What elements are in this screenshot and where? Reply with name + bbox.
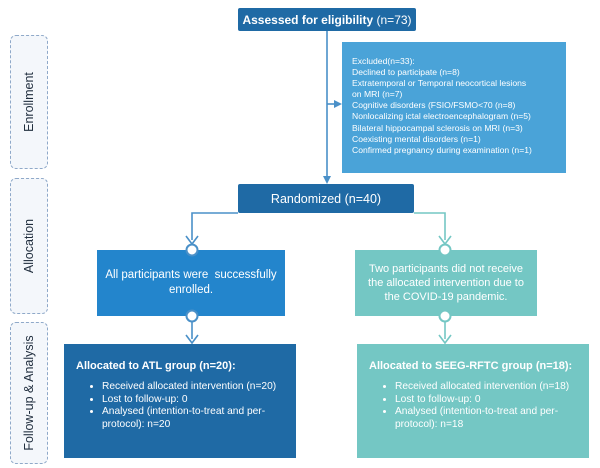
phase-enrollment: Enrollment — [10, 35, 48, 169]
phase-allocation-label: Allocation — [22, 218, 36, 274]
list-item: Received allocated intervention (n=20) — [102, 381, 284, 394]
seeg-group-title: Allocated to SEEG-RFTC group (n=18): — [369, 360, 573, 372]
enrolled-note-box: All participants were successfully enrol… — [97, 250, 285, 316]
seeg-group-list: Received allocated intervention (n=18) L… — [369, 381, 577, 431]
excluded-title: Excluded(n=33): — [352, 56, 415, 66]
list-item: Received allocated intervention (n=18) — [395, 381, 577, 394]
list-item: Analysed (intention-to-treat and per-pro… — [395, 406, 577, 431]
atl-group-list: Received allocated intervention (n=20) L… — [76, 381, 284, 431]
excluded-item: Confirmed pregnancy during examination (… — [352, 144, 532, 155]
phase-allocation: Allocation — [10, 178, 48, 314]
phase-followup: Follow-up & Analysis — [10, 322, 48, 464]
seeg-group-box: Allocated to SEEG-RFTC group (n=18): Rec… — [357, 344, 589, 458]
assessed-box: Assessed for eligibility (n=73) — [238, 8, 416, 31]
randomized-box: Randomized (n=40) — [238, 184, 414, 213]
assessed-label: Assessed for eligibility — [242, 12, 374, 27]
excluded-item: Cognitive disorders (FSIO/FSMO<70 (n=8) — [352, 100, 516, 111]
atl-group-box: Allocated to ATL group (n=20): Received … — [64, 344, 296, 458]
excluded-item: Bilateral hippocampal sclerosis on MRI (… — [352, 122, 523, 133]
excluded-item: on MRI (n=7) — [352, 89, 403, 100]
list-item: Lost to follow-up: 0 — [102, 394, 284, 407]
excluded-box: Excluded(n=33): Declined to participate … — [342, 42, 566, 173]
connector-randomized-right — [414, 212, 446, 240]
list-item: Analysed (intention-to-treat and per-pro… — [102, 406, 284, 431]
not-received-note-box: Two participants did not receive the all… — [355, 250, 537, 316]
phase-enrollment-label: Enrollment — [22, 72, 36, 132]
assessed-count: (n=73) — [376, 12, 412, 27]
excluded-item: Nonlocalizing ictal electroencephalogram… — [352, 111, 531, 122]
not-received-note-text: Two participants did not receive the all… — [368, 263, 524, 303]
excluded-item: Declined to participate (n=8) — [352, 67, 460, 78]
list-item: Lost to follow-up: 0 — [395, 394, 577, 407]
randomized-label: Randomized (n=40) — [270, 191, 382, 206]
atl-group-title: Allocated to ATL group (n=20): — [76, 360, 236, 372]
phase-followup-label: Follow-up & Analysis — [22, 335, 36, 451]
excluded-item: Extratemporal or Temporal neocortical le… — [352, 78, 527, 89]
excluded-item: Coexisting mental disorders (n=1) — [352, 133, 481, 144]
connector-randomized-left — [191, 212, 238, 240]
enrolled-note-text: All participants were successfully enrol… — [105, 269, 280, 296]
